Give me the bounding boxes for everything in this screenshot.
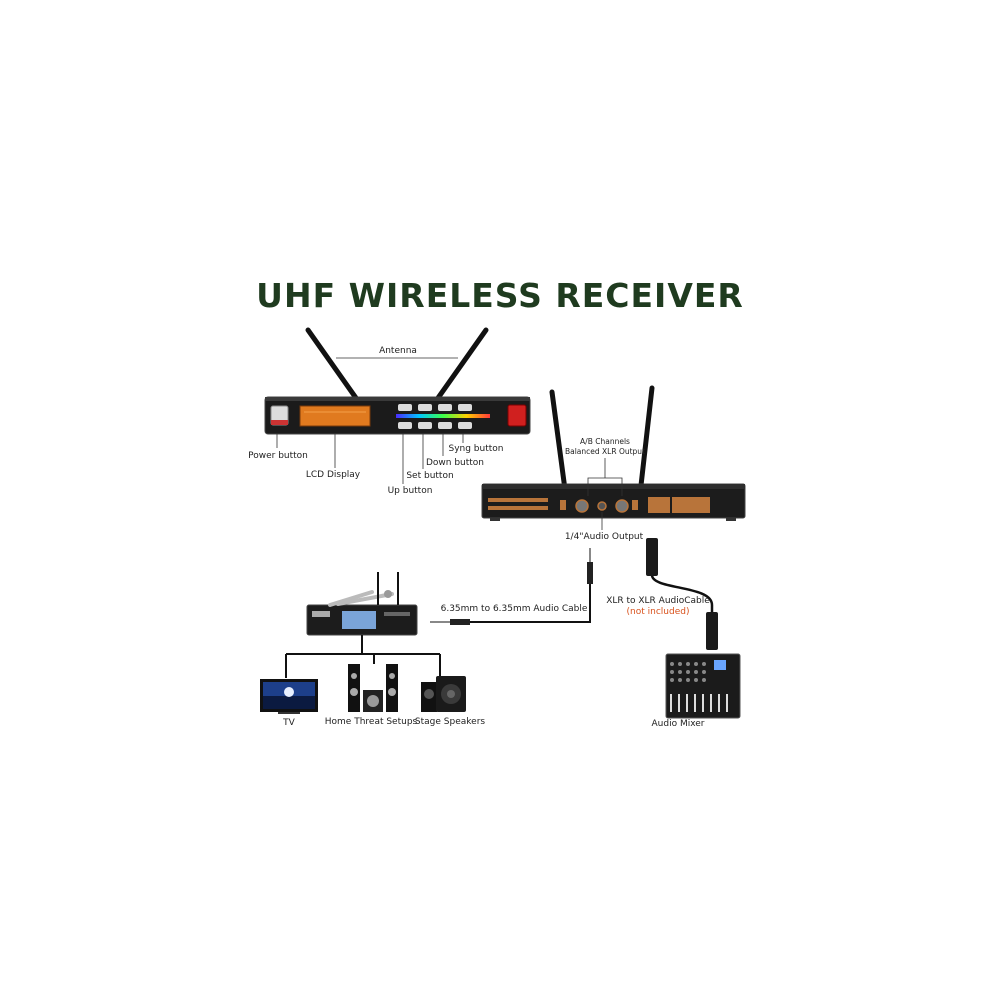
quarter-output-label: 1/4"Audio Output xyxy=(564,532,644,542)
amplifier xyxy=(285,572,441,678)
audio-cable-label: 6.35mm to 6.35mm Audio Cable xyxy=(440,604,588,614)
page-title: UHF WIRELESS RECEIVER xyxy=(256,276,744,315)
channels-label-line2: Balanced XLR Output xyxy=(564,447,646,456)
xlr-cable-label: XLR to XLR AudioCable xyxy=(606,596,710,606)
xlr-cable xyxy=(650,574,714,615)
channels-label-line1: A/B Channels xyxy=(580,437,630,446)
down-button-label: Down button xyxy=(425,458,485,468)
quarter-inch-jack xyxy=(597,501,607,511)
tv-label: TV xyxy=(283,718,295,728)
rear-receiver xyxy=(481,385,746,530)
up-button-label: Up button xyxy=(387,486,433,496)
audio-mixer-icon xyxy=(665,653,741,719)
brand-badge xyxy=(507,404,527,427)
stage-speakers-label: Stage Speakers xyxy=(414,717,486,727)
audio-mixer-label: Audio Mixer xyxy=(651,719,705,729)
xlr-output-a xyxy=(575,499,589,513)
rgb-light-bar xyxy=(396,414,490,418)
front-receiver xyxy=(264,327,531,484)
lcd-display-shape xyxy=(299,405,371,427)
lcd-display-label: LCD Display xyxy=(305,470,361,480)
cables xyxy=(430,538,718,650)
audio-cable xyxy=(470,584,591,623)
xlr-note-label: (not included) xyxy=(626,607,690,617)
front-antenna-right xyxy=(435,327,489,401)
xlr-output-b xyxy=(615,499,629,513)
home-theater-icon xyxy=(348,664,398,712)
power-button-label: Power button xyxy=(248,451,308,461)
antenna-label: Antenna xyxy=(379,346,417,356)
tv-icon xyxy=(260,679,318,714)
home-theater-label: Home Threat Setups xyxy=(324,717,418,727)
set-button-label: Set button xyxy=(406,471,454,481)
sync-button-label: Syng button xyxy=(448,444,504,454)
front-antenna-left xyxy=(305,327,359,401)
stage-speakers-icon xyxy=(421,676,466,712)
